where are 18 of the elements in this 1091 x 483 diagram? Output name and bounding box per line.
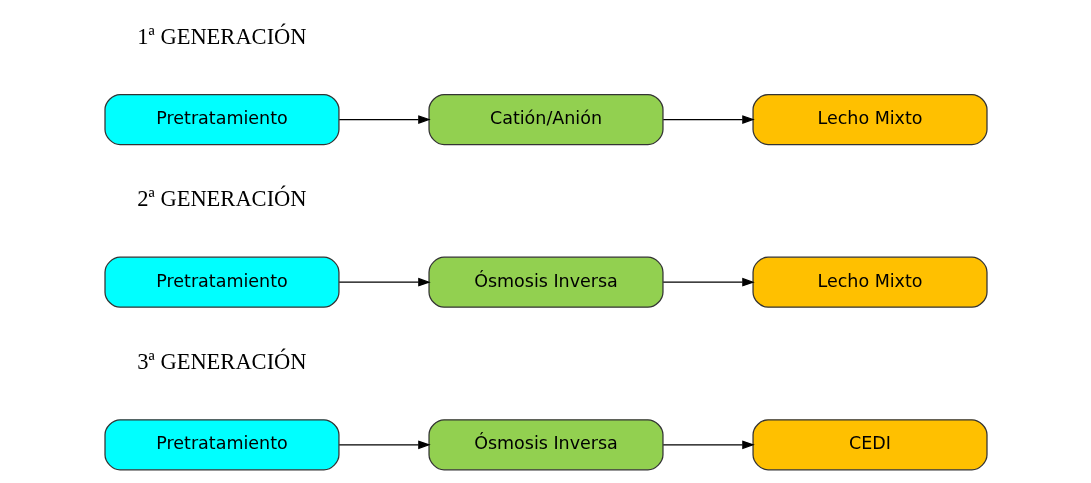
node-box: Pretratamiento [103,256,340,308]
node-box: Lecho Mixto [751,256,988,308]
arrow [338,115,431,124]
node-box: Pretratamiento [103,419,340,471]
node-box: Catión/Anión [427,93,664,146]
node-box: Ósmosis Inversa [427,256,664,308]
label: 1ª GENERACIÓN [136,23,307,49]
arrow [662,277,755,287]
node-box: Ósmosis Inversa [427,419,664,471]
label: 2ª GENERACIÓN [136,186,307,212]
arrow [662,115,755,124]
arrow [662,440,755,450]
label: 3ª GENERACIÓN [136,348,307,374]
node-box: CEDI [751,419,988,471]
node-box: Lecho Mixto [751,93,988,146]
arrow [338,277,431,287]
arrow [338,440,431,450]
node-box: Pretratamiento [103,93,340,146]
